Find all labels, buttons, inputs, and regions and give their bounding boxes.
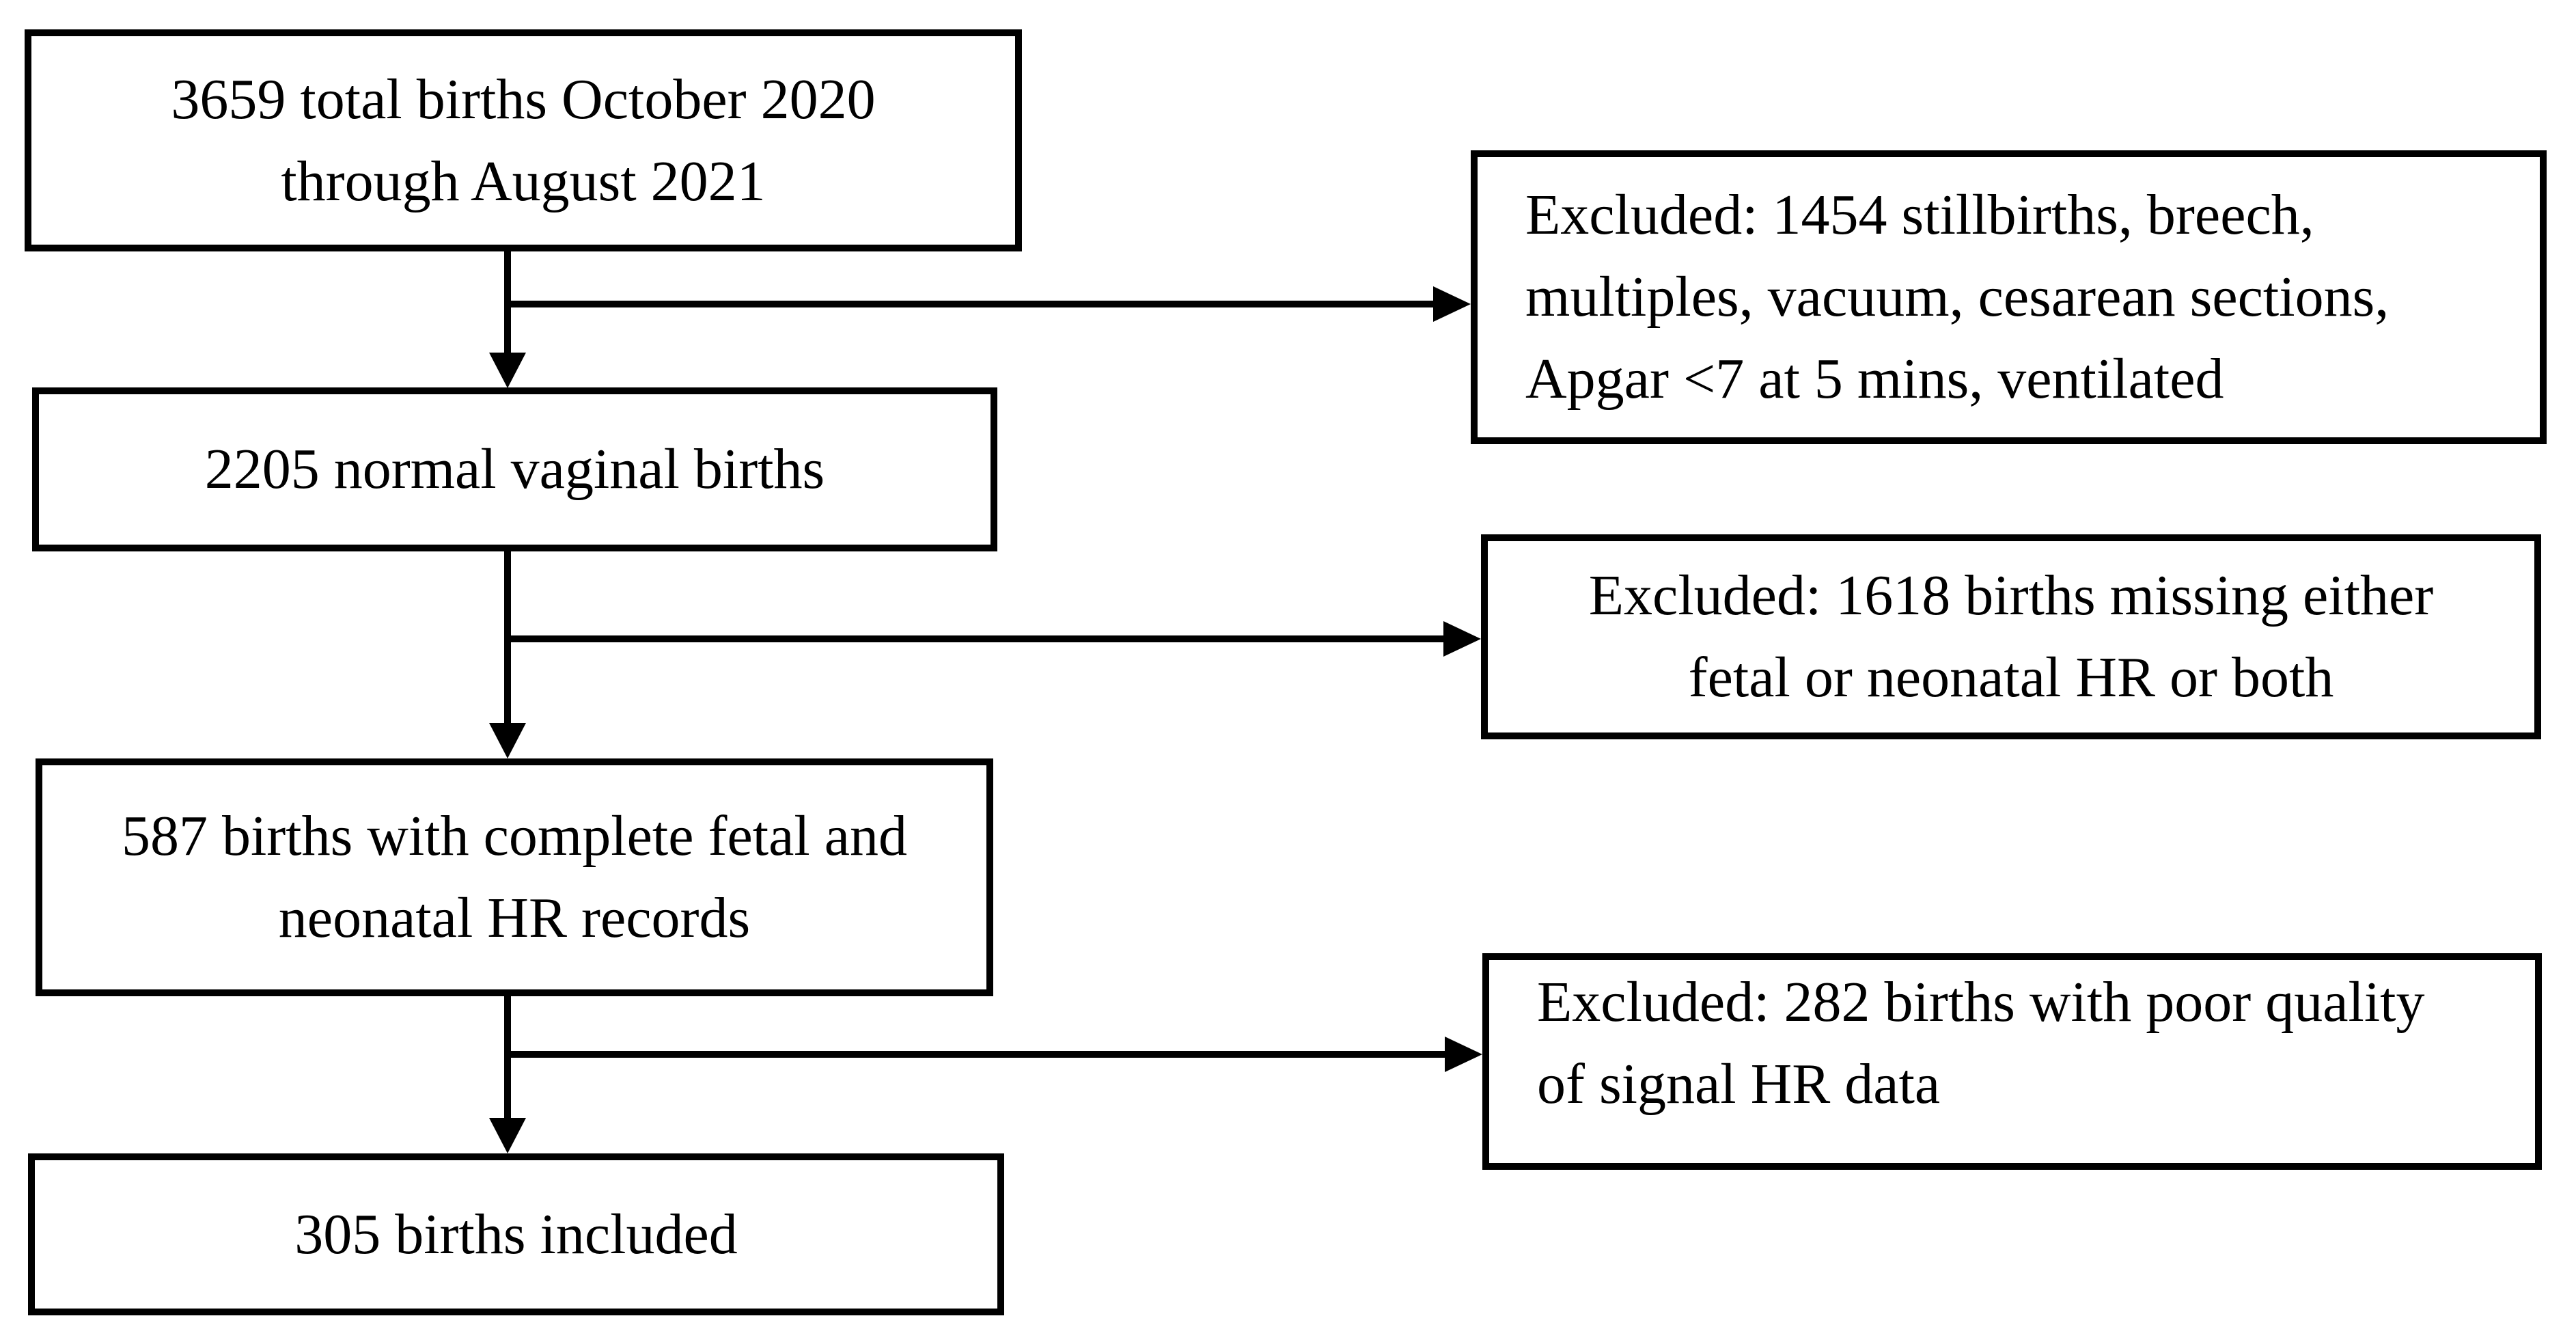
flow-box-normal-vaginal-births: 2205 normal vaginal births <box>32 387 997 551</box>
exclusion-box-missing-hr: Excluded: 1618 births missing either fet… <box>1481 534 2541 739</box>
down-arrowhead-icon <box>489 723 526 758</box>
down-arrowhead-icon <box>489 1118 526 1153</box>
arrow-line-to-exclusion-initial <box>504 301 1435 307</box>
flow-box-births-included: 305 births included <box>28 1153 1004 1315</box>
exclusion-box-poor-quality: Excluded: 282 births with poor quality o… <box>1482 953 2542 1170</box>
right-arrowhead-icon <box>1445 1037 1482 1072</box>
arrow-line-to-exclusion-poor-quality <box>504 1051 1447 1058</box>
flow-box-complete-hr-records: 587 births with complete fetal and neona… <box>36 758 993 996</box>
exclusion-box-initial: Excluded: 1454 stillbirths, breech, mult… <box>1471 150 2547 444</box>
down-arrowhead-icon <box>489 353 526 388</box>
right-arrowhead-icon <box>1433 286 1471 322</box>
right-arrowhead-icon <box>1443 621 1481 657</box>
arrow-line-to-exclusion-missing-hr <box>504 635 1446 642</box>
flow-box-total-births: 3659 total births October 2020 through A… <box>25 29 1022 251</box>
